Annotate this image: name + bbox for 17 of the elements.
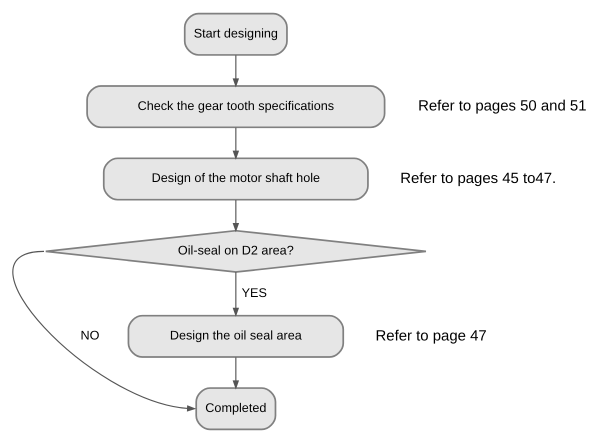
node-label: Refer to page 47 <box>376 326 487 344</box>
edge-label: YES <box>242 286 267 300</box>
node-box: Design of the motor shaft hole <box>102 156 369 200</box>
arrow <box>232 200 240 232</box>
node-box: Start designing <box>184 12 288 56</box>
node-box: Completed <box>195 386 276 430</box>
node-label: Refer to pages 45 to47. <box>400 169 556 186</box>
arrow <box>232 54 240 88</box>
arrow <box>232 272 240 316</box>
node-diamond: Oil-seal on D2 area? <box>44 229 427 272</box>
node-label: Refer to pages 50 and 51 <box>418 97 587 114</box>
node-box: Design the oil seal area <box>128 314 344 358</box>
arrow <box>12 250 196 412</box>
arrow <box>232 127 240 160</box>
node-box: Check the gear tooth specifications <box>86 84 386 128</box>
arrow <box>232 356 240 390</box>
edge-label: NO <box>80 328 100 342</box>
